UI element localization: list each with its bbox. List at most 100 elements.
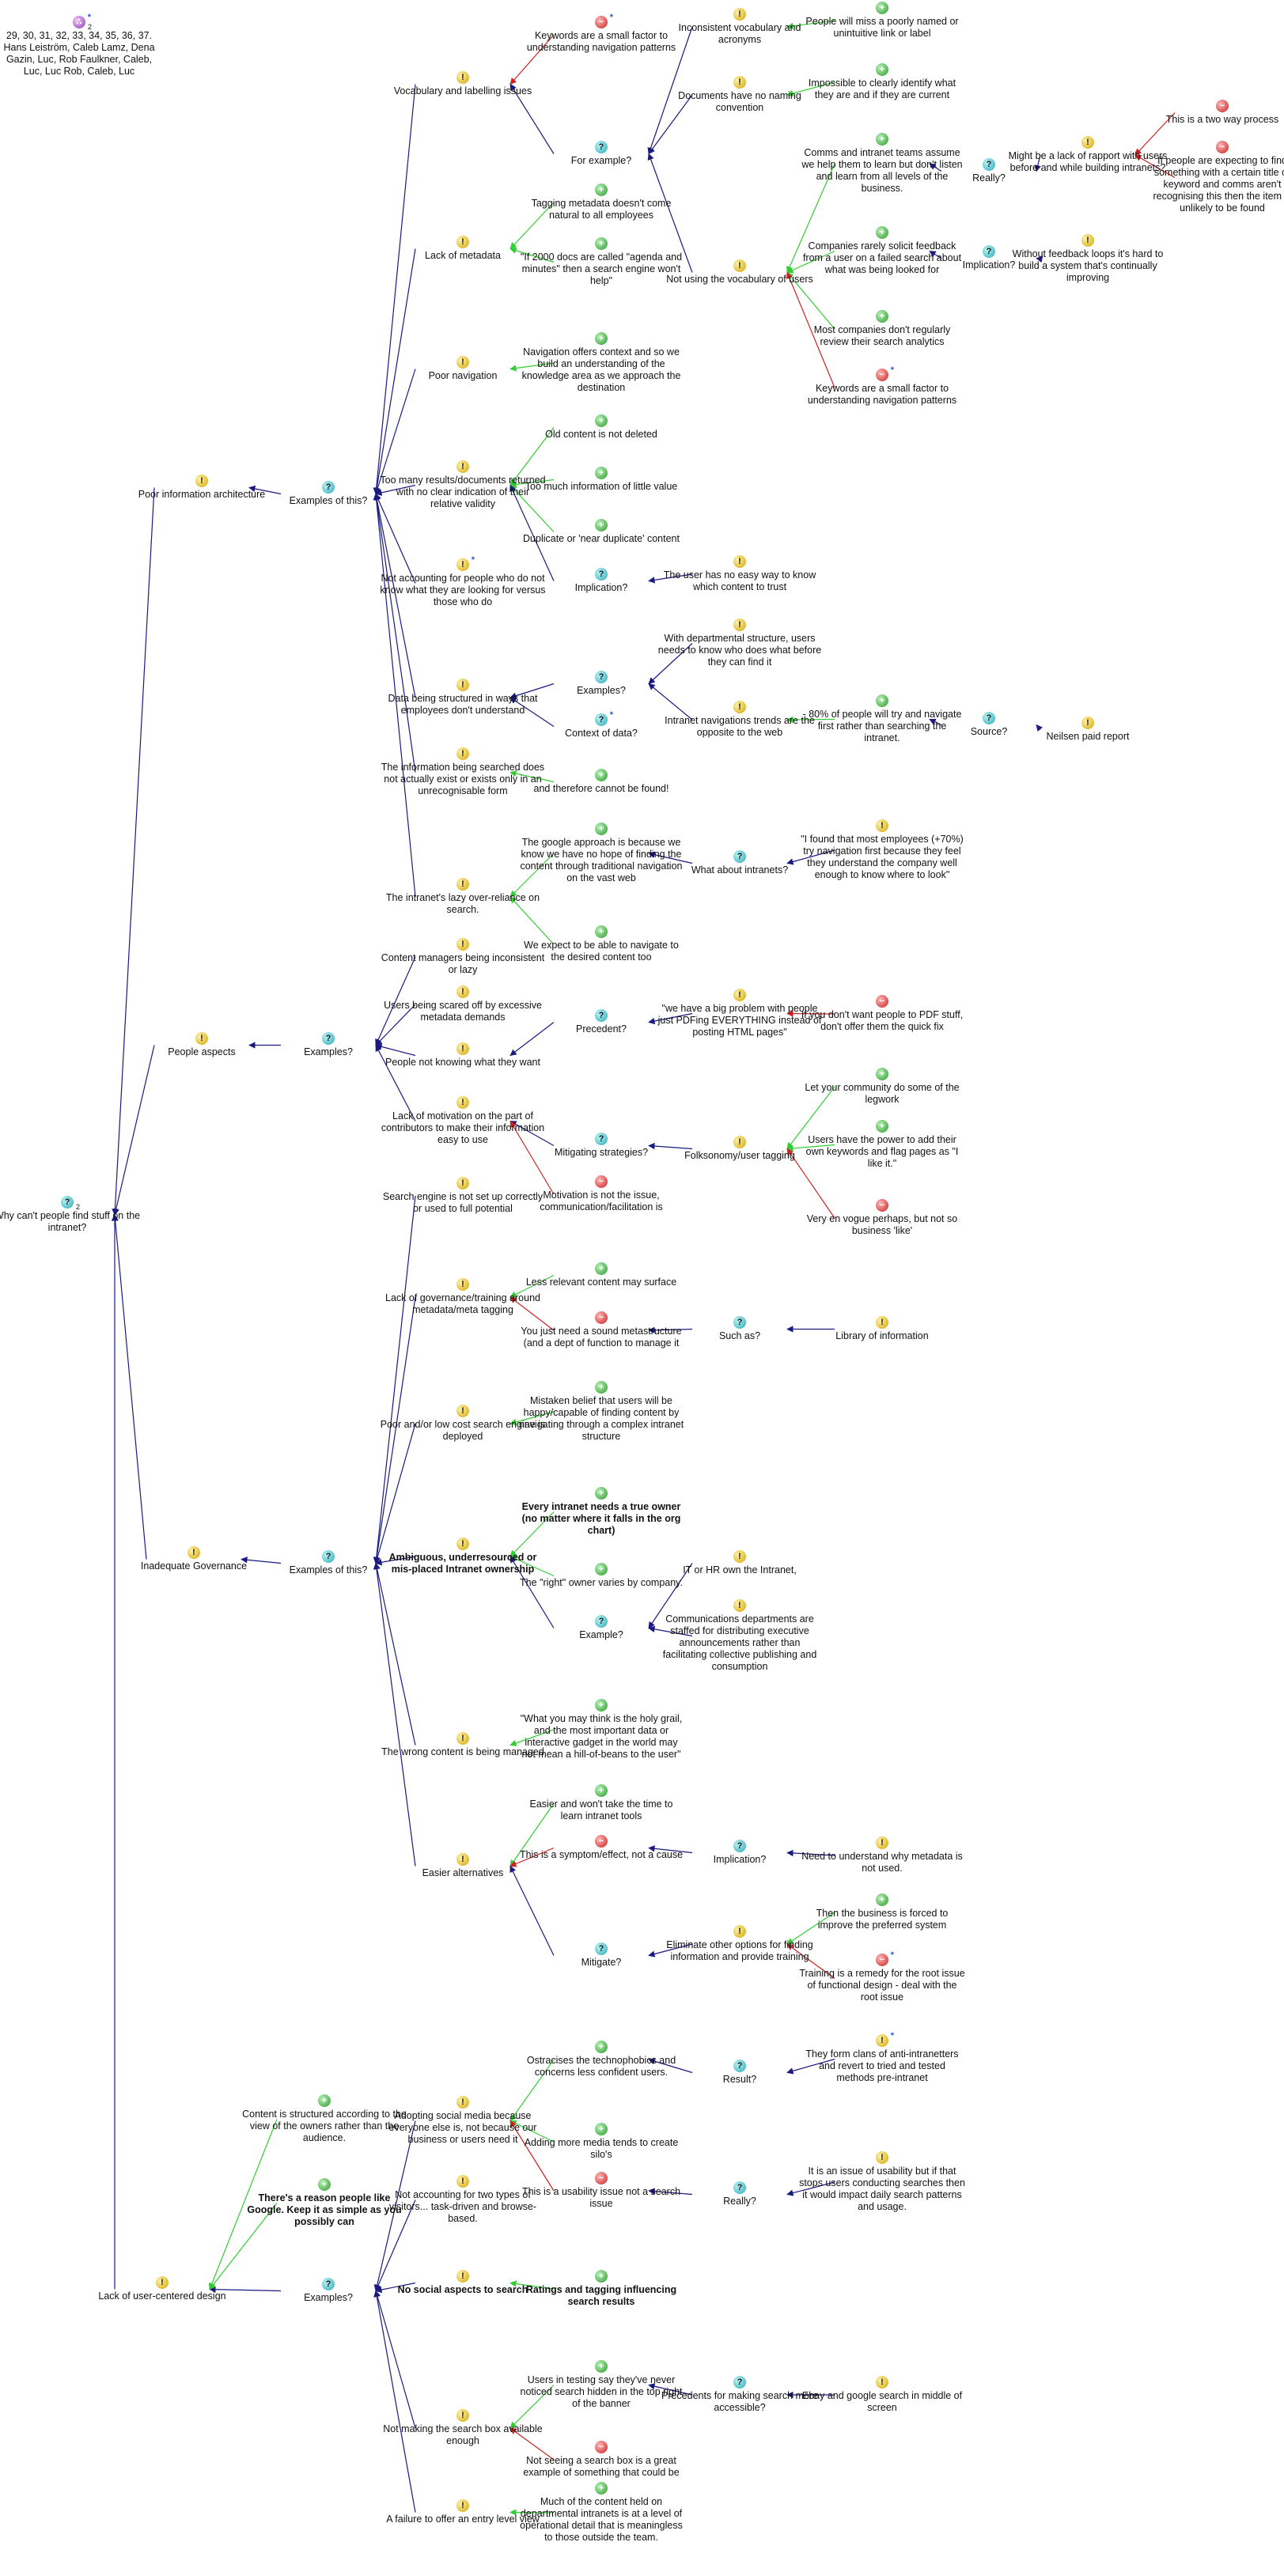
node-tfc[interactable]: !*They form clans of anti-intranetters a…: [799, 2031, 965, 2084]
node-pa[interactable]: !People aspects: [119, 1032, 285, 1058]
node-tbf[interactable]: +Then the business is forced to improve …: [799, 1893, 965, 1931]
node-uhp[interactable]: +Users have the power to add their own k…: [799, 1120, 965, 1170]
node-mitq[interactable]: ?Mitigate?: [518, 1942, 684, 1969]
node-wai[interactable]: ?What about intranets?: [657, 850, 823, 876]
node-afo[interactable]: !A failure to offer an entry level view: [380, 2499, 546, 2525]
node-asm[interactable]: !Adopting social media because everyone …: [380, 2096, 546, 2146]
node-eint[interactable]: +Every intranet needs a true owner (no m…: [518, 1487, 684, 1537]
node-prec[interactable]: ?Precedent?: [518, 1009, 684, 1035]
node-itor[interactable]: !IT or HR own the Intranet,: [657, 1550, 823, 1576]
node-amt[interactable]: +Adding more media tends to create silo'…: [518, 2123, 684, 2161]
node-lucd[interactable]: !Lack of user-centered design: [79, 2276, 245, 2302]
node-usab[interactable]: −This is a usability issue not a search …: [518, 2172, 684, 2210]
node-mbt[interactable]: +Mistaken belief that users will be happ…: [518, 1381, 684, 1443]
node-cdsf[interactable]: !Communications departments are staffed …: [657, 1599, 823, 1673]
node-lyc[interactable]: +Let your community do some of the legwo…: [799, 1068, 965, 1106]
node-tm[interactable]: +Tagging metadata doesn't come natural t…: [518, 183, 684, 221]
node-ig[interactable]: !Inadequate Governance: [111, 1546, 277, 1572]
node-ocd[interactable]: +Old content is not deleted: [518, 414, 684, 441]
node-80p[interactable]: +- 80% of people will try and navigate f…: [799, 694, 965, 744]
node-ipe[interactable]: −If people are expecting to find somethi…: [1139, 141, 1284, 214]
node-pfm[interactable]: ?Precedents for making search more acces…: [657, 2376, 823, 2414]
node-mbl[interactable]: !Might be a lack of rapport with users b…: [1005, 136, 1171, 174]
node-fe[interactable]: ?For example?: [518, 141, 684, 167]
node-ebay[interactable]: !Ebay and google search in middle of scr…: [799, 2376, 965, 2414]
node-nms[interactable]: !Not making the search box available eno…: [380, 2409, 546, 2447]
node-amb[interactable]: !Ambiguous, underresourced or mis-placed…: [380, 1538, 546, 1575]
node-cmi[interactable]: !Content managers being inconsistent or …: [380, 938, 546, 976]
node-nsa[interactable]: !No social aspects to search: [380, 2270, 546, 2296]
node-really1[interactable]: ?Really?: [906, 158, 1072, 184]
node-pwm[interactable]: +People will miss a poorly named or unin…: [799, 2, 965, 40]
node-folk[interactable]: !Folksonomy/user tagging: [657, 1136, 823, 1162]
node-twp[interactable]: −This is a two way process: [1139, 100, 1284, 126]
node-noc[interactable]: +Navigation offers context and so we bui…: [518, 332, 684, 394]
node-iiu[interactable]: !It is an issue of usability but if that…: [799, 2151, 965, 2213]
node-cod[interactable]: ?*Context of data?: [518, 710, 684, 740]
node-e3[interactable]: ?Examples of this?: [245, 1550, 411, 1576]
node-result[interactable]: ?Result?: [657, 2060, 823, 2086]
node-mcd[interactable]: +Most companies don't regularly review t…: [799, 310, 965, 348]
node-wete[interactable]: +We expect to be able to navigate to the…: [518, 925, 684, 963]
node-ostr[interactable]: +Ostracises the technophobics and concer…: [518, 2041, 684, 2079]
node-imp1[interactable]: ?Implication?: [518, 568, 684, 594]
node-ifound[interactable]: !"I found that most employees (+70%) try…: [799, 819, 965, 881]
node-dhn[interactable]: !Documents have no naming convention: [657, 76, 823, 114]
node-lom[interactable]: !Lack of metadata: [380, 236, 546, 262]
node-uts[interactable]: +Users in testing say they've never noti…: [518, 2360, 684, 2410]
node-sym[interactable]: −This is a symptom/effect, not a cause: [518, 1835, 684, 1861]
node-easa[interactable]: !Easier alternatives: [380, 1853, 546, 1879]
node-neil[interactable]: !Neilsen paid report: [1005, 717, 1171, 743]
node-comms[interactable]: +Comms and intranet teams assume we help…: [799, 133, 965, 195]
node-e1[interactable]: ?Examples of this?: [245, 481, 411, 507]
node-eaw[interactable]: +Easier and won't take the time to learn…: [518, 1784, 684, 1822]
node-trr[interactable]: −*Training is a remedy for the root issu…: [799, 1950, 965, 2003]
node-moc[interactable]: +Much of the content held on departmenta…: [518, 2482, 684, 2544]
node-e2[interactable]: ?Examples?: [245, 1032, 411, 1058]
node-wfl[interactable]: !Without feedback loops it's hard to bui…: [1005, 234, 1171, 284]
node-logt[interactable]: !Lack of governance/training around meta…: [380, 1278, 546, 1316]
node-ubs[interactable]: !Users being scared off by excessive met…: [380, 985, 546, 1023]
node-vl[interactable]: !Vocabulary and labelling issues: [380, 71, 546, 97]
node-icv[interactable]: !Inconsistent vocabulary and acronyms: [657, 8, 823, 46]
node-tmr[interactable]: !Too many results/documents returned wit…: [380, 460, 546, 510]
node-naf[interactable]: !Not accounting for two types of visitor…: [380, 2175, 546, 2225]
node-pia[interactable]: !Poor information architecture: [119, 475, 285, 501]
node-yjn[interactable]: −You just need a sound metastructure (an…: [518, 1311, 684, 1349]
node-rat[interactable]: +Ratings and tagging influencing search …: [518, 2270, 684, 2308]
node-lomc[interactable]: !Lack of motivation on the part of contr…: [380, 1096, 546, 1146]
node-vev[interactable]: −Very en vogue perhaps, but not so busin…: [799, 1199, 965, 1237]
node-really2[interactable]: ?Really?: [657, 2181, 823, 2207]
node-polc[interactable]: !Poor and/or low cost search engine is d…: [380, 1405, 546, 1443]
node-wymt[interactable]: +"What you may think is the holy grail, …: [518, 1699, 684, 1761]
node-goog[interactable]: +The google approach is because we know …: [518, 823, 684, 884]
node-crs[interactable]: +Companies rarely solicit feedback from …: [799, 226, 965, 276]
node-lrc[interactable]: +Less relevant content may surface: [518, 1262, 684, 1288]
node-ilo[interactable]: !The intranet's lazy over-reliance on se…: [380, 878, 546, 916]
node-trp[interactable]: +There's a reason people like Google. Ke…: [241, 2178, 407, 2228]
node-eof[interactable]: !Eliminate other options for finding inf…: [657, 1925, 823, 1963]
node-exq[interactable]: ?Example?: [518, 1615, 684, 1641]
node-ntu[interactable]: !Need to understand why metadata is not …: [799, 1836, 965, 1874]
node-suchas[interactable]: ?Such as?: [657, 1316, 823, 1342]
node-kw2[interactable]: −*Keywords are a small factor to underst…: [799, 365, 965, 407]
node-motv[interactable]: −Motivation is not the issue, communicat…: [518, 1175, 684, 1213]
node-source[interactable]: ?Source?: [906, 712, 1072, 738]
node-impq3[interactable]: ?Implication?: [657, 1840, 823, 1866]
node-icl[interactable]: +Impossible to clearly identify what the…: [799, 63, 965, 101]
node-ydw[interactable]: −If you don't want people to PDF stuff, …: [799, 995, 965, 1033]
node-mits[interactable]: ?Mitigating strategies?: [518, 1133, 684, 1159]
node-2000[interactable]: +"If 2000 docs are called "agenda and mi…: [518, 237, 684, 287]
node-sen[interactable]: !Search engine is not set up correctly o…: [380, 1177, 546, 1215]
node-e4[interactable]: ?Examples?: [245, 2278, 411, 2304]
node-ex2[interactable]: ?Examples?: [518, 671, 684, 697]
node-wcm[interactable]: !The wrong content is being managed: [380, 1732, 546, 1758]
node-libi[interactable]: !Library of information: [799, 1316, 965, 1342]
node-pn[interactable]: !Poor navigation: [380, 356, 546, 382]
node-nsb[interactable]: −Not seeing a search box is a great exam…: [518, 2441, 684, 2479]
node-tuh[interactable]: !The user has no easy way to know which …: [657, 555, 823, 593]
node-nuv[interactable]: !Not using the vocabulary of users: [657, 259, 823, 286]
node-pnk[interactable]: !People not knowing what they want: [380, 1042, 546, 1069]
